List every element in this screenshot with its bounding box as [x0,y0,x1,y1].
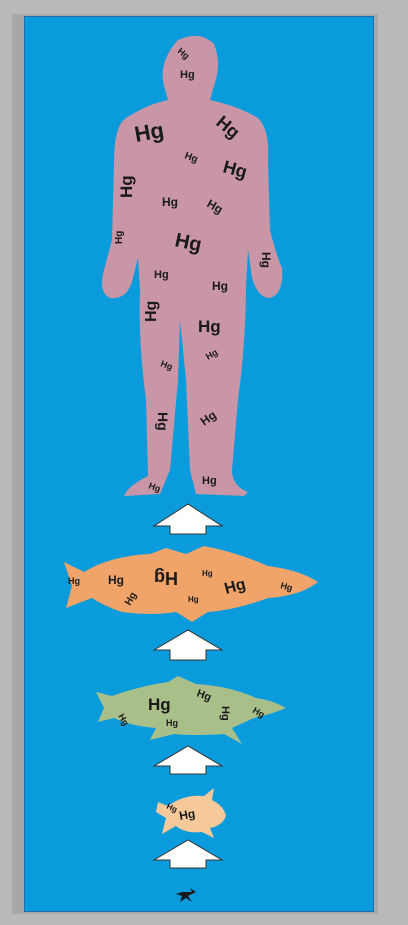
hg-label: Hg [117,175,136,198]
hg-label: Hg [154,568,178,588]
hg-label: Hg [259,252,273,268]
hg-label: Hg [202,569,213,578]
hg-label: Hg [143,301,160,322]
plankton-shape [176,888,196,902]
hg-label: Hg [188,595,199,604]
medium-fish: Hg Hg Hg Hg Hg Hg [96,676,286,744]
hg-label: Hg [162,195,178,209]
large-fish-body [64,546,318,622]
plankton [176,888,196,902]
small-fish: Hg Hg [156,788,226,838]
hg-label: Hg [178,806,196,823]
arrow-medium-fish-to-large-fish [154,630,222,660]
arrow-small-fish-to-medium-fish [154,746,222,774]
hg-label: Hg [155,412,171,431]
hg-label: Hg [219,706,231,721]
hg-label: Hg [68,576,80,586]
hg-label: Hg [154,269,169,281]
large-fish: Hg Hg Hg Hg Hg Hg Hg Hg [64,546,318,622]
hg-label: Hg [166,718,178,728]
hg-label: Hg [180,69,195,81]
hg-label: Hg [202,475,217,487]
human-silhouette [102,36,282,496]
arrow-plankton-to-small-fish [154,840,222,868]
hg-label: Hg [108,573,124,587]
hg-label: Hg [198,317,221,336]
human-figure [102,36,282,496]
hg-label: Hg [114,231,125,244]
arrow-large-fish-to-human [154,504,222,534]
hg-label: Hg [133,117,166,147]
hg-label: Hg [212,279,228,293]
hg-label: Hg [148,695,171,714]
